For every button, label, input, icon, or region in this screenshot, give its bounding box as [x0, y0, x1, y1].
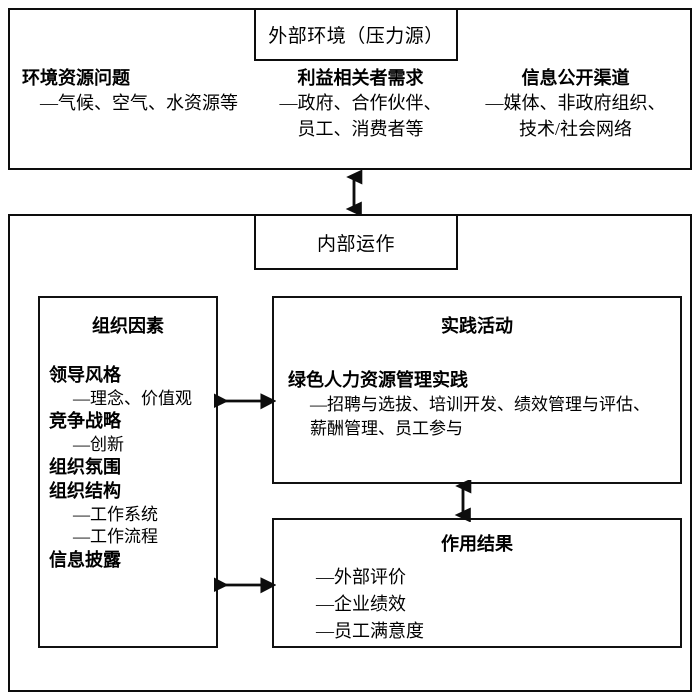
- external-column-1-subline-0: —政府、合作伙伴、: [279, 93, 442, 114]
- outcome-item: —外部评价: [316, 567, 406, 587]
- external-column-stakeholder-needs: 利益相关者需求 —政府、合作伙伴、 员工、消费者等: [258, 66, 463, 142]
- org-factor-item: 组织氛围: [49, 457, 121, 478]
- external-column-2-subline-0: —媒体、非政府组织、: [485, 93, 666, 114]
- arrow-org-to-outcome-icon: [214, 576, 276, 594]
- practice-activities-body: 绿色人力资源管理实践 —招聘与选拔、培训开发、绩效管理与评估、 薪酬管理、员工参…: [274, 368, 680, 441]
- org-factor-item: 领导风格: [49, 365, 121, 385]
- external-column-information-channels: 信息公开渠道 —媒体、非政府组织、 技术/社会网络: [468, 66, 683, 142]
- org-factor-item: —理念、价值观: [73, 388, 192, 408]
- external-column-0-heading: 环境资源问题: [22, 68, 130, 88]
- arrow-org-to-practice-icon: [214, 392, 276, 410]
- practice-activities-box: 实践活动 绿色人力资源管理实践 —招聘与选拔、培训开发、绩效管理与评估、 薪酬管…: [272, 296, 682, 484]
- org-factor-item: 竞争战略: [49, 411, 121, 432]
- outcome-results-box: 作用结果 —外部评价 —企业绩效 —员工满意度: [272, 518, 682, 648]
- arrow-external-to-internal-icon: [345, 170, 363, 216]
- org-factor-item: —工作流程: [73, 527, 158, 547]
- organizational-factors-box: 组织因素 领导风格 —理念、价值观 竞争战略 —创新 组织氛围 组织结构 —工作…: [38, 296, 218, 648]
- practice-heading: 绿色人力资源管理实践: [288, 370, 468, 390]
- org-factor-item: —创新: [73, 434, 124, 454]
- org-factor-item: —工作系统: [73, 504, 158, 524]
- arrow-practice-to-outcome-icon: [454, 480, 472, 522]
- outcome-results-list: —外部评价 —企业绩效 —员工满意度: [274, 564, 680, 645]
- external-column-1-heading: 利益相关者需求: [297, 68, 424, 88]
- external-column-environment-resources: 环境资源问题 —气候、空气、水资源等: [18, 66, 248, 116]
- outcome-item: —员工满意度: [316, 621, 424, 641]
- practice-subline: 薪酬管理、员工参与: [310, 419, 463, 439]
- organizational-factors-list: 领导风格 —理念、价值观 竞争战略 —创新 组织氛围 组织结构 —工作系统 —工…: [40, 364, 216, 573]
- external-column-0-subline-0: —气候、空气、水资源等: [40, 93, 238, 114]
- external-column-1-subline-1: 员工、消费者等: [297, 119, 424, 140]
- organizational-factors-title: 组织因素: [92, 316, 164, 336]
- internal-operation-title: 内部运作: [316, 233, 395, 255]
- practice-activities-title: 实践活动: [441, 316, 513, 336]
- outcome-item: —企业绩效: [316, 594, 406, 614]
- external-environment-title-box: 外部环境（压力源）: [254, 8, 458, 61]
- org-factor-item: 组织结构: [49, 481, 121, 502]
- external-environment-title: 外部环境（压力源）: [268, 26, 444, 47]
- external-column-2-heading: 信息公开渠道: [521, 68, 630, 88]
- practice-subline: —招聘与选拔、培训开发、绩效管理与评估、: [310, 395, 650, 415]
- internal-operation-title-box: 内部运作: [254, 214, 458, 270]
- external-column-2-subline-1: 技术/社会网络: [518, 119, 632, 140]
- outcome-results-title: 作用结果: [441, 534, 513, 554]
- org-factor-item: 信息披露: [49, 549, 121, 570]
